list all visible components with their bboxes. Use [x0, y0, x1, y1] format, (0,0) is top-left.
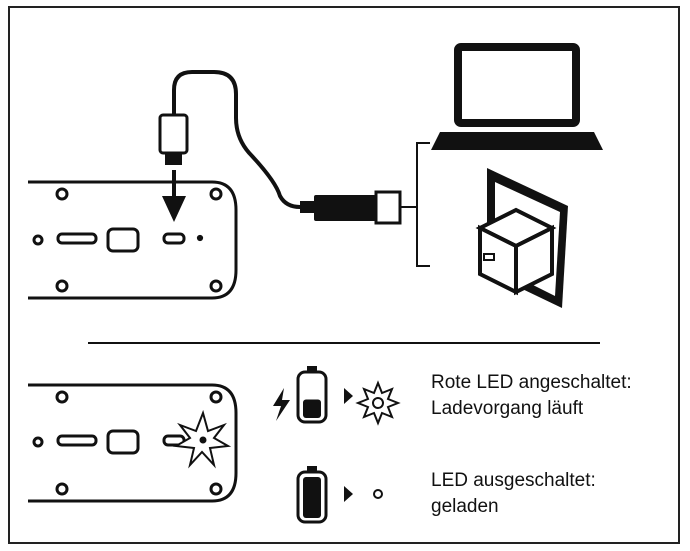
led-indicator	[196, 234, 204, 242]
device-button	[32, 234, 44, 246]
device-screw	[209, 390, 223, 404]
device-screw	[55, 279, 69, 293]
led-light-icon	[172, 409, 232, 469]
caption-line-2: Ladevorgang läuft	[431, 398, 584, 419]
status-row-charging	[273, 366, 401, 426]
insert-arrow	[162, 170, 186, 222]
usb-c-port	[162, 232, 186, 245]
wall-charger-icon	[475, 168, 568, 308]
lightning-icon	[273, 388, 290, 421]
arrow-right-icon	[344, 486, 353, 502]
device-top	[28, 180, 238, 300]
caption-line-1: Rote LED angeschaltet:	[431, 372, 632, 393]
device-bottom	[28, 383, 238, 503]
laptop-icon	[431, 43, 603, 150]
device-screw	[55, 482, 69, 496]
usb-cable-icon	[158, 70, 402, 225]
device-screw	[55, 390, 69, 404]
status-row-charged	[296, 466, 383, 524]
device-slot	[56, 434, 98, 447]
device-screw	[209, 187, 223, 201]
diagram-frame	[8, 6, 680, 544]
status-caption-charged: LED ausgeschaltet: geladen	[431, 468, 596, 520]
device-screw	[55, 187, 69, 201]
status-caption-charging: Rote LED angeschaltet: Ladevorgang läuft	[431, 370, 632, 422]
arrow-right-icon	[344, 388, 353, 404]
caption-line-1: LED ausgeschaltet:	[431, 470, 596, 491]
device-port-large	[106, 429, 140, 455]
led-off-icon	[373, 489, 383, 499]
battery-icon	[296, 466, 328, 524]
device-port-large	[106, 227, 140, 253]
device-screw	[209, 279, 223, 293]
battery-icon	[296, 366, 328, 424]
caption-line-2: geladen	[431, 496, 499, 517]
device-slot	[56, 232, 98, 245]
source-bracket	[400, 142, 430, 267]
device-screw	[209, 482, 223, 496]
led-light-icon	[355, 380, 401, 426]
device-button	[32, 436, 44, 448]
